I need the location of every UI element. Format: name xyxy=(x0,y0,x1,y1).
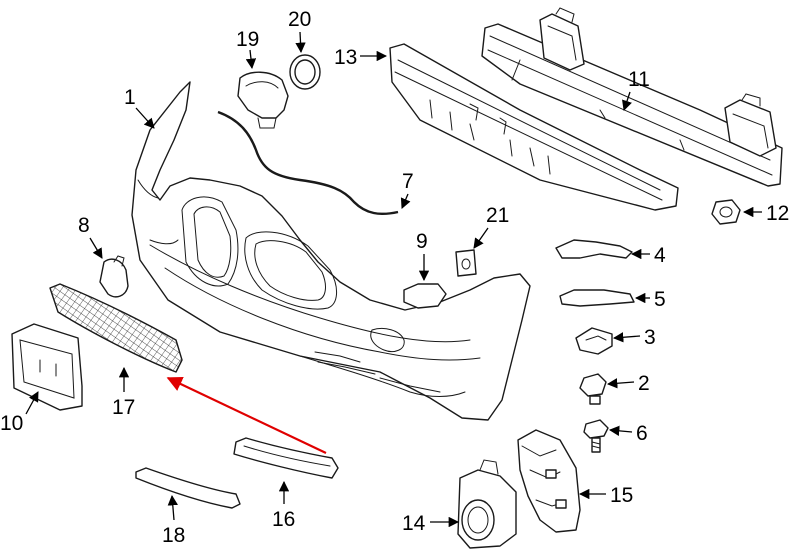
bolt xyxy=(579,373,607,405)
callout-4: 4 xyxy=(630,244,666,267)
callout-8: 8 xyxy=(78,214,103,259)
svg-text:16: 16 xyxy=(272,508,295,531)
svg-text:12: 12 xyxy=(766,202,789,225)
callout-11: 11 xyxy=(622,68,650,111)
svg-text:5: 5 xyxy=(654,288,666,311)
callout-17: 17 xyxy=(112,366,135,419)
svg-text:18: 18 xyxy=(162,524,185,547)
tow-hook-cover xyxy=(99,255,129,298)
svg-text:1: 1 xyxy=(124,86,136,109)
energy-absorber xyxy=(389,43,679,211)
callout-12: 12 xyxy=(742,202,789,225)
retainer-clip xyxy=(575,327,613,355)
svg-text:13: 13 xyxy=(334,46,357,69)
flange-nut xyxy=(711,199,741,225)
bumper-cover xyxy=(131,81,531,421)
small-bracket xyxy=(455,249,477,277)
svg-text:4: 4 xyxy=(654,244,666,267)
callout-3: 3 xyxy=(612,326,656,349)
svg-text:9: 9 xyxy=(416,230,428,253)
callout-10: 10 xyxy=(0,391,39,435)
svg-text:8: 8 xyxy=(78,214,90,237)
callout-2: 2 xyxy=(606,372,650,395)
screw xyxy=(583,419,609,453)
bumper-reinforcement-beam xyxy=(481,7,783,187)
callout-16: 16 xyxy=(272,480,295,531)
side-bracket-upper xyxy=(555,239,633,259)
callout-5: 5 xyxy=(634,288,666,311)
callout-9: 9 xyxy=(416,230,430,282)
upper-trim-strip xyxy=(217,110,399,216)
side-bracket-lower xyxy=(559,289,635,307)
svg-text:6: 6 xyxy=(636,422,648,445)
parking-sensor xyxy=(237,71,289,129)
svg-text:20: 20 xyxy=(288,8,311,31)
svg-text:21: 21 xyxy=(486,204,509,227)
lower-molding xyxy=(135,467,241,509)
washer-cover xyxy=(403,283,447,309)
svg-text:11: 11 xyxy=(628,68,650,91)
svg-text:14: 14 xyxy=(402,512,426,535)
callout-6: 6 xyxy=(608,422,648,445)
callout-20: 20 xyxy=(288,8,311,54)
callout-1: 1 xyxy=(124,86,155,129)
lower-grille xyxy=(49,283,183,373)
license-plate-bracket xyxy=(11,323,83,411)
svg-text:3: 3 xyxy=(644,326,656,349)
svg-text:7: 7 xyxy=(402,170,414,193)
svg-text:2: 2 xyxy=(638,372,650,395)
callout-13: 13 xyxy=(334,46,388,69)
callout-21: 21 xyxy=(473,204,509,249)
callout-15: 15 xyxy=(578,484,633,507)
highlight-arrow xyxy=(166,376,327,454)
callout-18: 18 xyxy=(162,494,185,547)
callout-7: 7 xyxy=(400,170,414,209)
svg-text:17: 17 xyxy=(112,396,135,419)
sensor-module xyxy=(457,459,517,549)
callout-19: 19 xyxy=(236,28,259,70)
grille-trim xyxy=(233,437,339,479)
sensor-ring xyxy=(289,54,321,90)
svg-text:15: 15 xyxy=(610,484,633,507)
mounting-bracket xyxy=(517,429,581,533)
svg-text:19: 19 xyxy=(236,28,259,51)
callouts: 1 19 20 13 11 7 12 8 xyxy=(0,8,789,547)
callout-14: 14 xyxy=(402,512,460,535)
svg-text:10: 10 xyxy=(0,412,23,435)
